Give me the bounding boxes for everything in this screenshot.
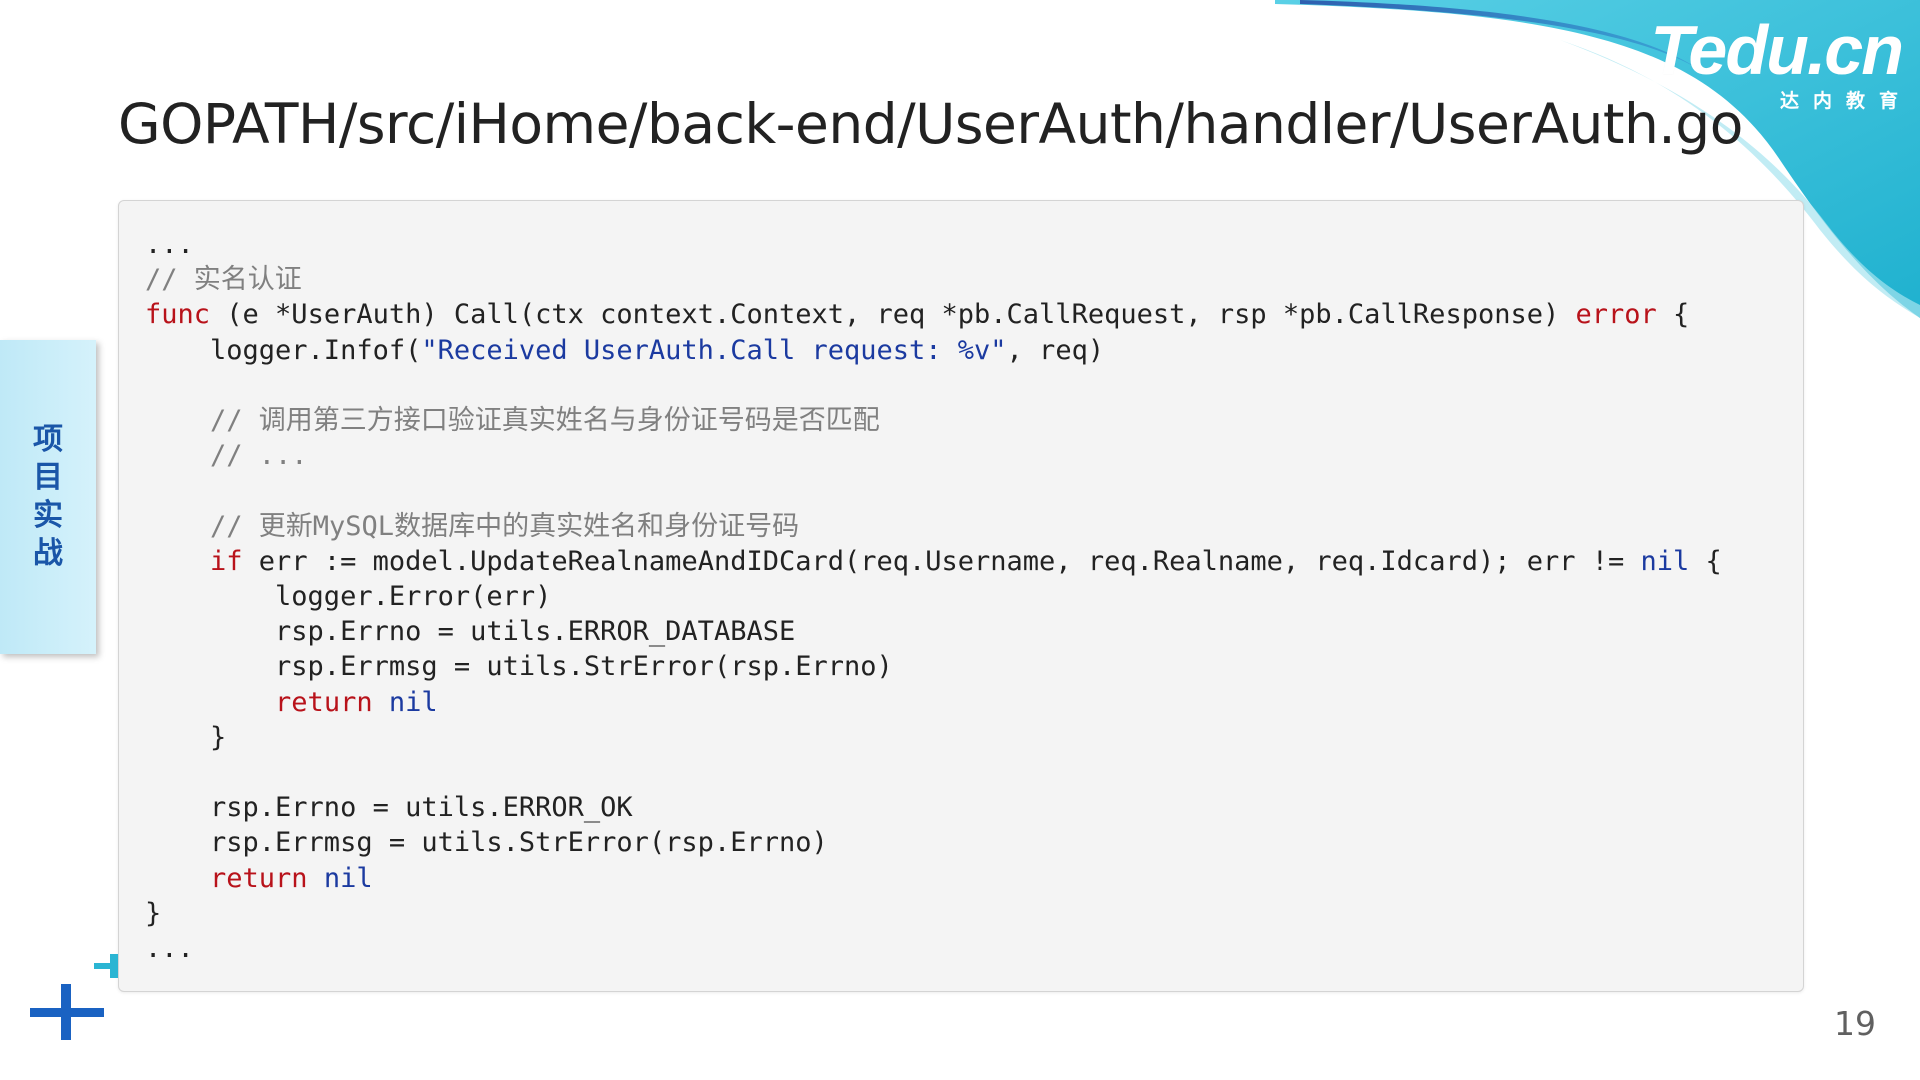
code-token: logger.Error(err) — [145, 581, 552, 613]
code-token — [145, 863, 210, 894]
code-token: error — [1575, 299, 1657, 331]
code-token: } — [145, 897, 162, 929]
section-tab-char: 战 — [33, 536, 63, 571]
code-line — [145, 473, 1722, 508]
section-tab-char: 项 — [33, 422, 63, 457]
code-line: rsp.Errno = utils.ERROR_OK — [145, 790, 1722, 825]
code-token — [308, 863, 324, 894]
code-token: if — [210, 545, 243, 577]
page-number: 19 — [1834, 1004, 1876, 1043]
code-line: ... — [145, 227, 1722, 262]
code-token: nil — [1640, 545, 1690, 577]
code-line: // 调用第三方接口验证真实姓名与身份证号码是否匹配 — [145, 403, 1722, 438]
code-token: nil — [323, 862, 373, 894]
code-token: { — [1656, 299, 1690, 331]
logo-subtitle: 达内教育 — [1779, 90, 1912, 112]
code-line: func (e *UserAuth) Call(ctx context.Cont… — [145, 297, 1722, 332]
code-token: ... — [145, 933, 194, 965]
code-line: } — [145, 896, 1722, 931]
code-line: } — [145, 720, 1722, 755]
section-tab-char: 实 — [33, 498, 63, 533]
plus-icon — [94, 954, 118, 978]
plus-icon — [30, 984, 104, 1040]
code-token — [145, 687, 275, 718]
code-line: if err := model.UpdateRealnameAndIDCard(… — [145, 544, 1722, 579]
code-token — [145, 546, 210, 577]
code-token: logger.Infof( — [145, 334, 422, 366]
code-line: // 更新MySQL数据库中的真实姓名和身份证号码 — [145, 509, 1722, 544]
code-token: "Received UserAuth.Call request: %v" — [421, 334, 1007, 366]
code-token: rsp.Errno = utils.ERROR_DATABASE — [145, 616, 796, 648]
code-token: rsp.Errmsg = utils.StrError(rsp.Errno) — [145, 651, 893, 683]
section-tab-char: 目 — [33, 460, 63, 495]
brand-logo: Tedu.cn 达内教育 — [1650, 11, 1904, 113]
code-token: return — [275, 686, 373, 718]
page-title: GOPATH/src/iHome/back-end/UserAuth/handl… — [118, 92, 1743, 156]
code-line: rsp.Errmsg = utils.StrError(rsp.Errno) — [145, 649, 1722, 684]
code-line: ... — [145, 931, 1722, 966]
code-token: err := model.UpdateRealnameAndIDCard(req… — [242, 545, 1641, 577]
code-token — [373, 687, 389, 718]
code-line — [145, 368, 1722, 403]
code-token: } — [145, 721, 227, 753]
code-token: // ... — [145, 440, 308, 472]
code-token: nil — [388, 686, 438, 718]
code-token: func — [145, 299, 211, 331]
code-line: return nil — [145, 685, 1722, 720]
code-token: // 更新MySQL数据库中的真实姓名和身份证号码 — [145, 510, 800, 542]
code-token: (e *UserAuth) Call(ctx context.Context, … — [210, 299, 1576, 331]
code-token: { — [1689, 545, 1722, 577]
code-token: rsp.Errno = utils.ERROR_OK — [145, 792, 633, 824]
code-token: // 实名认证 — [145, 264, 302, 296]
code-line: rsp.Errno = utils.ERROR_DATABASE — [145, 614, 1722, 649]
code-line: logger.Infof("Received UserAuth.Call req… — [145, 333, 1722, 368]
code-token: // 调用第三方接口验证真实姓名与身份证号码是否匹配 — [145, 405, 880, 437]
section-tab: 项 目 实 战 — [0, 340, 96, 654]
code-line: logger.Error(err) — [145, 579, 1722, 614]
code-token: , req) — [1006, 334, 1105, 366]
code-line: return nil — [145, 861, 1722, 896]
logo-wordmark: Tedu.cn — [1650, 11, 1904, 89]
code-line — [145, 755, 1722, 790]
code-line: rsp.Errmsg = utils.StrError(rsp.Errno) — [145, 825, 1722, 860]
code-line: // ... — [145, 438, 1722, 473]
code-token: ... — [145, 229, 194, 260]
code-line: // 实名认证 — [145, 262, 1722, 297]
code-token: rsp.Errmsg = utils.StrError(rsp.Errno) — [145, 827, 828, 859]
code-token: return — [210, 862, 308, 894]
